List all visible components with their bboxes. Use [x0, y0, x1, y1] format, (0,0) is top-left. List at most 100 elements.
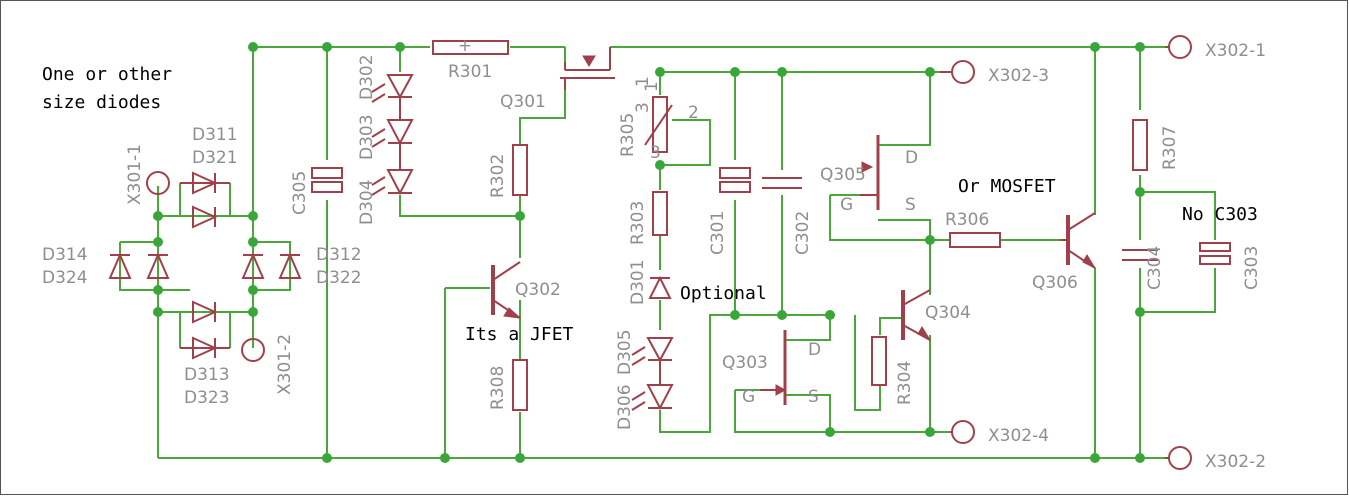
label-d301: D301	[628, 259, 648, 305]
label-d302: D302	[357, 54, 377, 100]
label-q305: Q305	[820, 165, 866, 185]
label-c303: C303	[1242, 246, 1262, 290]
label-d306: D306	[615, 384, 635, 430]
diode-d322	[278, 252, 302, 279]
junction-dot	[248, 211, 258, 221]
label-r308: R308	[488, 366, 508, 410]
junction-dots	[153, 42, 1145, 463]
label-d313: D313	[184, 365, 230, 385]
label-x301-2: X301-2	[275, 334, 295, 395]
components: +	[108, 35, 1231, 470]
capacitor-c303	[1199, 242, 1231, 265]
label-q306: Q306	[1032, 273, 1078, 293]
label-r304: R304	[895, 361, 915, 405]
label-x302-4: X302-4	[988, 426, 1049, 446]
label-q303: Q303	[722, 353, 768, 373]
label-pin-2: 2	[688, 103, 699, 123]
led-d306	[646, 384, 674, 411]
svg-text:+: +	[458, 36, 472, 56]
label-d322: D322	[316, 268, 362, 288]
diode-d323	[180, 336, 230, 360]
capacitor-c305	[311, 167, 343, 193]
jfet-q303	[760, 330, 787, 405]
junction-dot	[655, 160, 665, 170]
resistor-r301	[432, 40, 509, 55]
junction-dot	[1135, 307, 1145, 317]
label-c304: C304	[1145, 246, 1165, 290]
label-q303-d: D	[808, 340, 821, 360]
label-q305-s: S	[905, 195, 916, 215]
label-pin-3: 3	[633, 102, 653, 113]
note-optional: Optional	[680, 283, 767, 304]
diode-d314	[108, 252, 132, 279]
junction-dot	[153, 285, 163, 295]
junction-dot	[1090, 42, 1100, 52]
label-d311: D311	[192, 125, 238, 145]
junction-dot	[153, 211, 163, 221]
label-d304: D304	[357, 179, 377, 225]
resistor-r302	[512, 144, 528, 196]
junction-dot	[395, 42, 405, 52]
pot-r305	[652, 96, 668, 153]
label-q305-d: D	[905, 148, 918, 168]
diode-d321	[192, 205, 218, 229]
note-no-c303: No C303	[1182, 204, 1258, 225]
resistor-r308	[512, 359, 528, 411]
junction-dot	[322, 42, 332, 52]
junction-dot	[1135, 453, 1145, 463]
label-d312: D312	[316, 245, 362, 265]
label-q302: Q302	[515, 280, 561, 300]
diode-d301	[648, 275, 672, 299]
jfet-q305	[860, 135, 880, 210]
note-mosfet: Or MOSFET	[958, 176, 1056, 197]
label-c302: C302	[793, 211, 813, 255]
label-r305: R305	[618, 113, 638, 157]
capacitor-c301	[719, 167, 751, 193]
resistor-r306	[949, 232, 1001, 248]
junction-dot	[730, 310, 740, 320]
junction-dot	[515, 211, 525, 221]
label-x302-2: X302-2	[1205, 452, 1266, 472]
junction-dot	[925, 235, 935, 245]
junction-dot	[1090, 453, 1100, 463]
connector-x301-1	[146, 171, 170, 195]
note-diodes-line2: size diodes	[42, 92, 161, 113]
junction-dot	[925, 67, 935, 77]
label-d321: D321	[192, 148, 238, 168]
junction-dot	[925, 427, 935, 437]
label-q301: Q301	[500, 92, 546, 112]
led-d305	[646, 337, 674, 385]
component-labels: R301 Q301 R302 Q302 R308 C305 D302 D303 …	[42, 41, 1266, 472]
diode-d312	[241, 252, 265, 279]
junction-dot	[248, 285, 258, 295]
label-pin-1b: 1	[642, 81, 662, 92]
junction-dot	[248, 237, 258, 247]
junction-dot	[322, 453, 332, 463]
label-c305: C305	[290, 171, 310, 215]
label-r301: R301	[448, 62, 492, 82]
connector-x301-2	[241, 338, 265, 362]
resistor-r303	[652, 191, 668, 236]
label-r302: R302	[488, 154, 508, 198]
led-d303	[386, 119, 414, 170]
led-d302	[386, 74, 414, 120]
resistor-r307	[1132, 119, 1148, 171]
transistor-q304	[901, 289, 932, 342]
note-diodes-line1: One or other	[42, 64, 172, 85]
jfet-q302	[491, 261, 522, 319]
junction-dot	[825, 310, 835, 320]
label-d305: D305	[615, 329, 635, 375]
label-x302-1: X302-1	[1205, 41, 1266, 61]
diode-d311	[180, 171, 230, 195]
label-c301: C301	[708, 211, 728, 255]
capacitor-c304	[1122, 249, 1158, 261]
junction-dot	[248, 42, 258, 52]
junction-dot	[440, 453, 450, 463]
mosfet-q301	[560, 47, 615, 90]
label-q304: Q304	[925, 303, 971, 323]
junction-dot	[1135, 187, 1145, 197]
junction-dot	[515, 453, 525, 463]
label-pin-3b: 3	[650, 143, 661, 163]
diode-d313	[192, 300, 218, 324]
